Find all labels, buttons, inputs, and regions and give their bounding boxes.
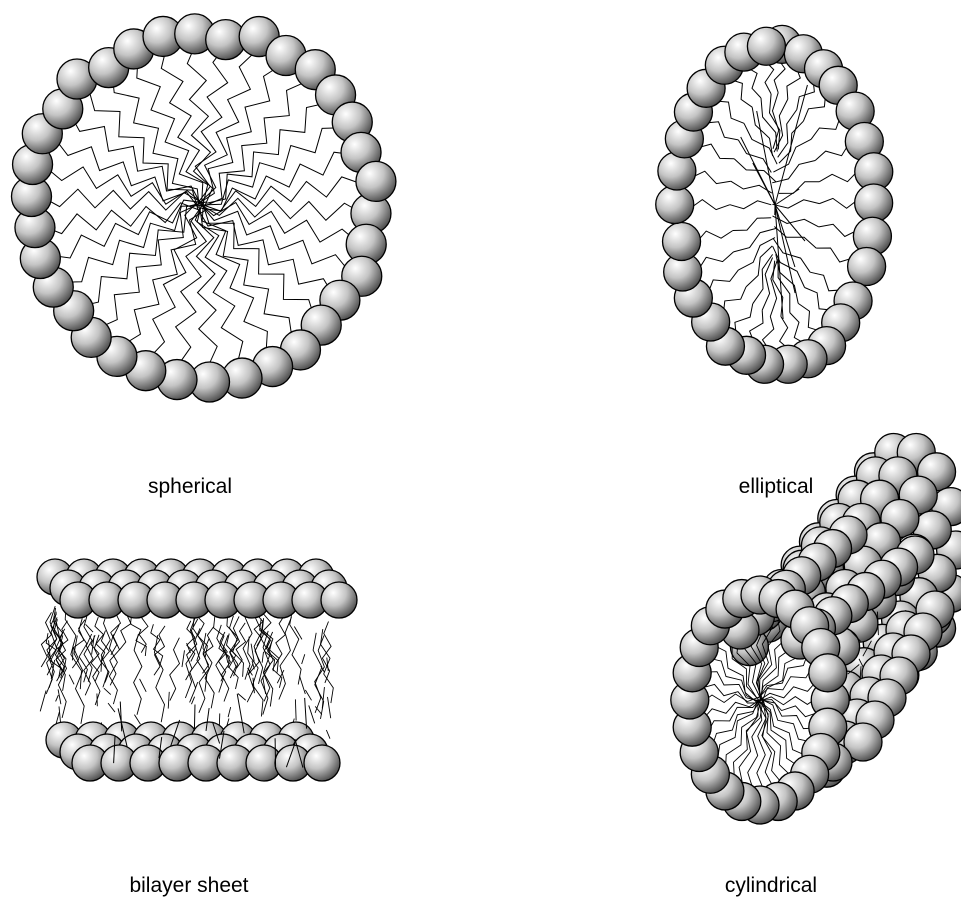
- elliptical-label: elliptical: [739, 475, 814, 498]
- hydrocarbon-tail: [73, 646, 74, 661]
- hydrocarbon-tail: [202, 177, 361, 211]
- hydrocarbon-tail: [161, 49, 207, 204]
- hydrocarbon-tail: [134, 715, 140, 724]
- headgroup-sphere: [809, 654, 847, 692]
- hydrocarbon-tail: [309, 705, 315, 723]
- hydrocarbon-tail: [198, 209, 334, 296]
- spherical-label: spherical: [148, 475, 232, 498]
- bilayer-sheet: [37, 559, 357, 781]
- hydrocarbon-tail: [762, 258, 772, 311]
- hydrocarbon-tail: [79, 202, 207, 307]
- hydrocarbon-tail: [46, 167, 202, 204]
- spherical-micelle: [11, 14, 395, 402]
- headgroup-sphere: [304, 745, 340, 781]
- elliptical-micelle: [656, 25, 893, 383]
- hydrocarbon-tail: [104, 688, 111, 694]
- hydrocarbon-tail: [733, 218, 771, 231]
- headgroup-sphere: [658, 152, 696, 190]
- hydrocarbon-tail: [124, 210, 207, 345]
- hydrocarbon-tail: [137, 58, 203, 202]
- hydrocarbon-tail: [69, 675, 74, 685]
- hydrocarbon-tail: [236, 623, 246, 668]
- hydrocarbon-tail: [753, 163, 775, 205]
- hydrocarbon-tail: [202, 54, 254, 201]
- hydrocarbon-tail: [276, 615, 286, 663]
- hydrocarbon-tail: [176, 205, 207, 364]
- headgroup-sphere: [656, 186, 694, 224]
- hydrocarbon-tail: [134, 634, 142, 715]
- hydrocarbon-tail: [168, 692, 169, 709]
- hydrocarbon-tail: [730, 201, 771, 209]
- headgroup-sphere: [321, 582, 357, 618]
- cylindrical-micelle: [671, 434, 961, 824]
- hydrocarbon-tail: [275, 738, 276, 769]
- hydrocarbon-tail: [203, 204, 315, 319]
- hydrocarbon-tail: [230, 616, 240, 678]
- hydrocarbon-tail: [300, 676, 306, 694]
- hydrocarbon-tail: [779, 182, 820, 194]
- hydrocarbon-tail: [773, 93, 779, 149]
- hydrocarbon-tail: [194, 705, 195, 731]
- hydrocarbon-tail: [101, 631, 109, 683]
- hydrocarbon-tail: [140, 679, 147, 692]
- hydrocarbon-tail: [40, 691, 46, 712]
- hydrocarbon-tail: [101, 656, 102, 672]
- hydrocarbon-tail: [279, 617, 292, 700]
- hydrocarbon-tail: [302, 654, 305, 664]
- hydrocarbon-tail: [101, 608, 110, 688]
- hydrocarbon-tail: [72, 620, 85, 668]
- hydrocarbon-tail: [228, 707, 231, 717]
- hydrocarbon-tail: [238, 694, 246, 701]
- headgroup-sphere: [855, 184, 893, 222]
- hydrocarbon-tail: [170, 638, 180, 701]
- hydrocarbon-tail: [56, 695, 59, 701]
- hydrocarbon-tail: [89, 91, 198, 209]
- hydrocarbon-tail: [327, 697, 330, 718]
- hydrocarbon-tail: [201, 152, 354, 211]
- hydrocarbon-tail: [775, 85, 807, 205]
- hydrocarbon-tail: [99, 204, 198, 327]
- hydrocarbon-tail: [195, 682, 197, 688]
- headgroup-sphere: [848, 248, 886, 286]
- hydrocarbon-tail: [197, 202, 243, 361]
- cylindrical-label: cylindrical: [725, 874, 817, 897]
- headgroup-sphere: [747, 27, 785, 65]
- hydrocarbon-tail: [74, 636, 84, 724]
- hydrocarbon-tail: [305, 690, 311, 700]
- hydrocarbon-tail: [753, 254, 773, 303]
- hydrocarbon-tail: [772, 200, 819, 208]
- hydrocarbon-tail: [182, 650, 184, 667]
- hydrocarbon-tail: [779, 121, 803, 163]
- headgroup-sphere: [356, 161, 396, 201]
- hydrocarbon-tail: [295, 699, 296, 720]
- hydrocarbon-tail: [270, 640, 282, 688]
- headgroup-sphere: [663, 222, 701, 260]
- hydrocarbon-tail: [204, 82, 305, 206]
- hydrocarbon-tail: [772, 161, 815, 183]
- bilayer-sheet-label: bilayer sheet: [129, 874, 248, 897]
- hydrocarbon-tail: [58, 689, 61, 704]
- hydrocarbon-tail: [326, 730, 330, 739]
- hydrocarbon-tail: [290, 609, 301, 684]
- hydrocarbon-tail: [108, 703, 115, 712]
- hydrocarbon-tail: [230, 616, 238, 676]
- hydrocarbon-tail: [262, 652, 263, 663]
